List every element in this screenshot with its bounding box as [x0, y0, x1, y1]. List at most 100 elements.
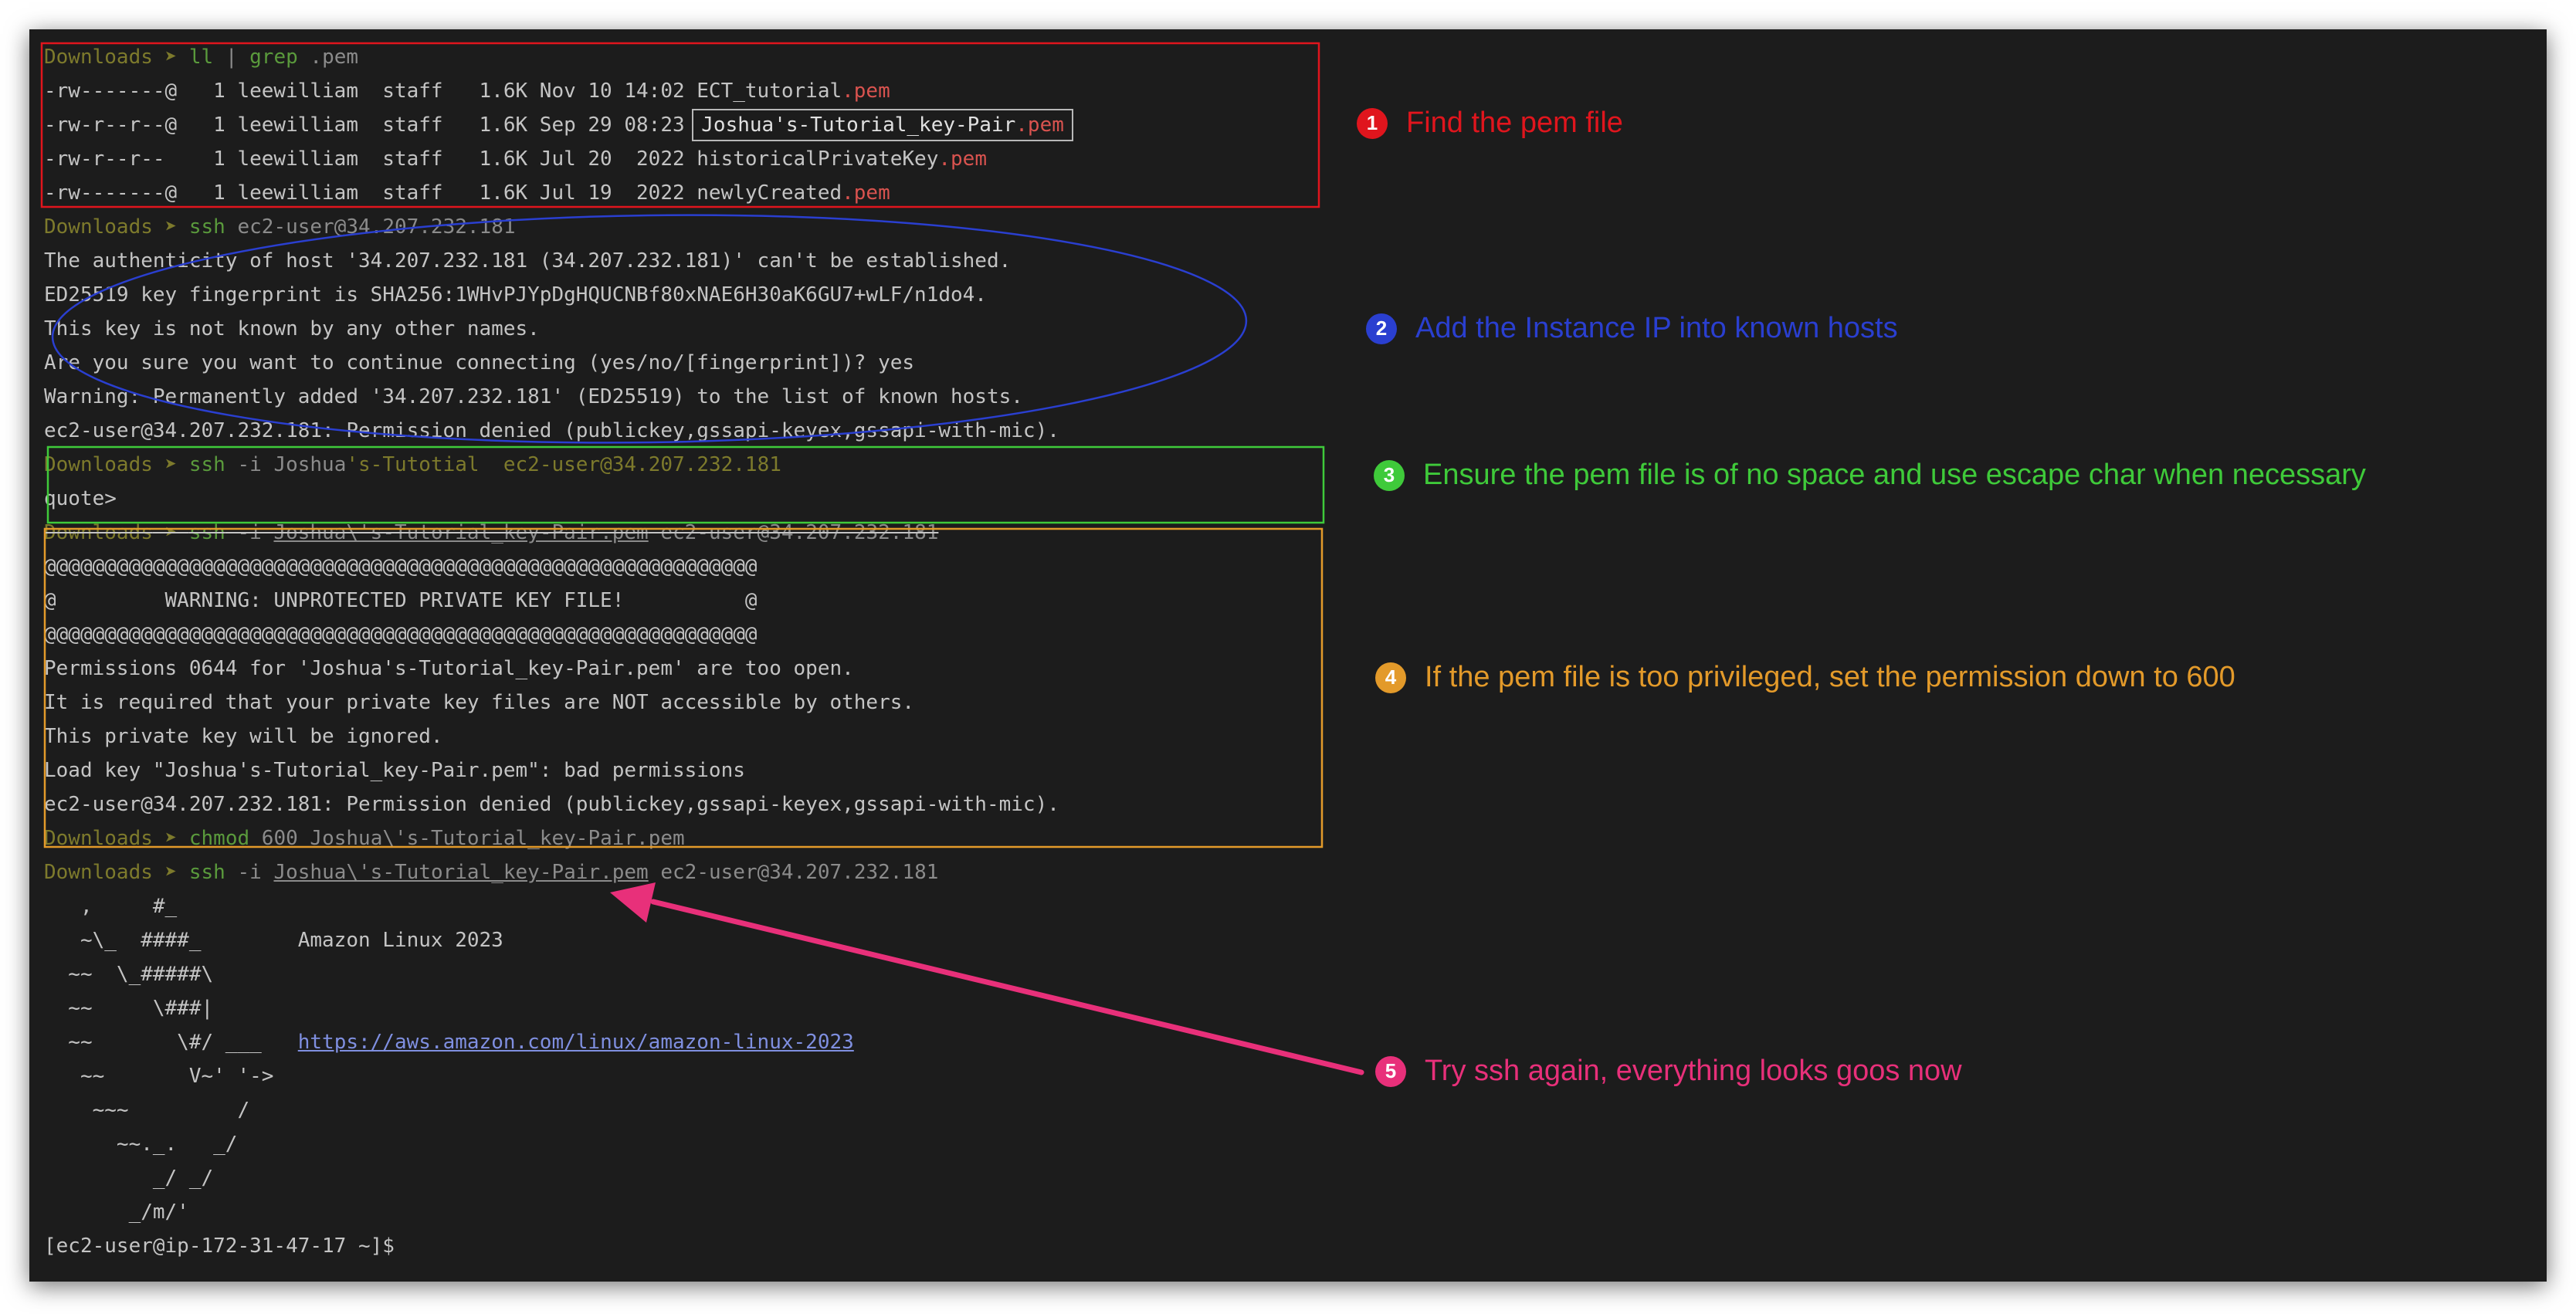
- output-text: This private key will be ignored.: [44, 725, 443, 748]
- output-line: This private key will be ignored.: [44, 720, 1434, 754]
- output-line: This key is not known by any other names…: [44, 312, 1434, 346]
- output-line: ~~ \###|: [44, 991, 1434, 1025]
- file-name: ECT_tutorial: [697, 80, 842, 103]
- terminal-output[interactable]: Downloads ➤ ll | grep .pem-rw-------@ 1 …: [44, 40, 1434, 1263]
- output-line: Permissions 0644 for 'Joshua's-Tutorial_…: [44, 652, 1434, 686]
- terminal-window[interactable]: Downloads ➤ ll | grep .pem-rw-------@ 1 …: [29, 29, 2547, 1282]
- output-line: , #_: [44, 889, 1434, 923]
- annotation-1: 1 Find the pem file: [1357, 107, 1623, 140]
- prompt-arrow-icon: ➤: [152, 827, 189, 850]
- output-line: ~~ \#/ ___ https://aws.amazon.com/linux/…: [44, 1025, 1434, 1059]
- command-name: ssh: [188, 453, 225, 476]
- output-line: [ec2-user@ip-172-31-47-17 ~]$: [44, 1229, 1434, 1263]
- prompt-arrow-icon: ➤: [152, 215, 189, 239]
- output-line: ~\_ ####_ Amazon Linux 2023: [44, 923, 1434, 957]
- output-text: ~~ V~' '->: [44, 1065, 274, 1088]
- step-number-1: 1: [1357, 107, 1388, 139]
- prompt-line: Downloads ➤ ll | grep .pem: [44, 40, 1434, 74]
- red-highlight-box: [40, 42, 1320, 208]
- output-line: ~~~ /: [44, 1093, 1434, 1127]
- output-line: -rw-r--r--@ 1 leewilliam staff 1.6K Sep …: [44, 108, 1434, 142]
- selected-pem-file[interactable]: Joshua's-Tutorial_key-Pair.pem: [692, 109, 1073, 141]
- prompt-arrow-icon: ➤: [152, 521, 189, 544]
- output-text: ec2-user@34.207.232.181: Permission deni…: [44, 793, 1059, 816]
- output-text: ~~ \_#####\: [44, 963, 214, 986]
- output-line: -rw-------@ 1 leewilliam staff 1.6K Nov …: [44, 74, 1434, 108]
- pink-arrow-shaft: [650, 899, 1364, 1075]
- green-highlight-box: [46, 445, 1325, 524]
- command-target: ec2-user@34.207.232.181: [648, 521, 939, 544]
- output-text: quote>: [44, 487, 117, 510]
- annotation-2-text: Add the Instance IP into known hosts: [1415, 312, 1898, 344]
- file-extension: .pem: [938, 147, 987, 171]
- output-text: @@@@@@@@@@@@@@@@@@@@@@@@@@@@@@@@@@@@@@@@…: [44, 623, 758, 646]
- output-line: -rw-------@ 1 leewilliam staff 1.6K Jul …: [44, 176, 1434, 210]
- output-text: _/ _/: [44, 1167, 214, 1190]
- output-line: Warning: Permanently added '34.207.232.1…: [44, 380, 1434, 414]
- file-name: newlyCreated: [697, 181, 842, 205]
- file-listing-meta: -rw-------@ 1 leewilliam staff 1.6K Jul …: [44, 181, 697, 205]
- step-number-5: 5: [1375, 1055, 1406, 1087]
- output-line: Are you sure you want to continue connec…: [44, 346, 1434, 380]
- output-line: ec2-user@34.207.232.181: Permission deni…: [44, 414, 1434, 448]
- output-text: ~~~ /: [44, 1099, 250, 1122]
- output-text: ec2-user@34.207.232.181: Permission deni…: [44, 419, 1059, 442]
- output-line: ~~._. _/: [44, 1127, 1434, 1161]
- file-extension: .pem: [842, 181, 890, 205]
- prompt-arrow-icon: ➤: [152, 453, 189, 476]
- command-name: ssh: [188, 861, 225, 884]
- output-text: ED25519 key fingerprint is SHA256:1WHvPJ…: [44, 283, 987, 306]
- prompt-arrow-icon: ➤: [152, 46, 189, 69]
- output-text: [ec2-user@ip-172-31-47-17 ~]$: [44, 1234, 395, 1258]
- annotation-1-text: Find the pem file: [1406, 107, 1623, 139]
- amazon-linux-link[interactable]: https://aws.amazon.com/linux/amazon-linu…: [297, 1031, 854, 1054]
- prompt-directory: Downloads: [44, 453, 153, 476]
- file-name: Joshua's-Tutorial_key-Pair: [701, 113, 1016, 137]
- file-listing-meta: -rw-r--r--@ 1 leewilliam staff 1.6K Sep …: [44, 113, 697, 137]
- file-name: historicalPrivateKey: [697, 147, 939, 171]
- output-text: The authenticity of host '34.207.232.181…: [44, 249, 1012, 273]
- blue-highlight-ellipse: [51, 214, 1248, 444]
- output-text: This key is not known by any other names…: [44, 317, 540, 340]
- output-line: @@@@@@@@@@@@@@@@@@@@@@@@@@@@@@@@@@@@@@@@…: [44, 550, 1434, 584]
- output-line: Load key "Joshua's-Tutorial_key-Pair.pem…: [44, 754, 1434, 787]
- annotation-2: 2 Add the Instance IP into known hosts: [1366, 312, 1898, 345]
- output-text: @@@@@@@@@@@@@@@@@@@@@@@@@@@@@@@@@@@@@@@@…: [44, 555, 758, 578]
- output-line: ED25519 key fingerprint is SHA256:1WHvPJ…: [44, 278, 1434, 312]
- output-line: @ WARNING: UNPROTECTED PRIVATE KEY FILE!…: [44, 584, 1434, 618]
- output-text: Are you sure you want to continue connec…: [44, 351, 915, 374]
- annotation-overlay: [40, 42, 1364, 1075]
- output-line: It is required that your private key fil…: [44, 686, 1434, 720]
- annotation-5-text: Try ssh again, everything looks goos now: [1425, 1055, 1962, 1087]
- output-text: Permissions 0644 for 'Joshua's-Tutorial_…: [44, 657, 854, 680]
- piped-command: grep: [249, 46, 298, 69]
- pem-file-path: Joshua\'s-Tutorial_key-Pair.pem: [273, 861, 649, 884]
- pem-file-path: Joshua\'s-Tutorial_key-Pair.pem: [273, 521, 649, 544]
- command-args: -i: [225, 861, 274, 884]
- output-text: It is required that your private key fil…: [44, 691, 915, 714]
- output-text: Load key "Joshua's-Tutorial_key-Pair.pem…: [44, 759, 745, 782]
- prompt-line: Downloads ➤ ssh -i Joshua\'s-Tutorial_ke…: [44, 855, 1434, 889]
- output-text: ~\_ ####_ Amazon Linux 2023: [44, 929, 503, 952]
- output-line: quote>: [44, 482, 1434, 516]
- file-listing-meta: -rw-r--r-- 1 leewilliam staff 1.6K Jul 2…: [44, 147, 697, 171]
- command-args: ec2-user@34.207.232.181: [225, 215, 516, 239]
- prompt-line: Downloads ➤ ssh -i Joshua's-Tutotial ec2…: [44, 448, 1434, 482]
- output-line: The authenticity of host '34.207.232.181…: [44, 244, 1434, 278]
- orange-highlight-box: [43, 527, 1324, 848]
- command-name: ll: [188, 46, 214, 69]
- pink-arrow-head: [610, 882, 656, 923]
- annotation-3-text: Ensure the pem file is of no space and u…: [1423, 459, 2366, 491]
- command-args: -i Joshua: [225, 453, 347, 476]
- command-target: ec2-user@34.207.232.181: [648, 861, 939, 884]
- output-line: _/ _/: [44, 1161, 1434, 1195]
- step-number-4: 4: [1375, 662, 1406, 693]
- prompt-directory: Downloads: [44, 46, 153, 69]
- output-line: ec2-user@34.207.232.181: Permission deni…: [44, 787, 1434, 821]
- output-text: ~~ \###|: [44, 997, 214, 1020]
- step-number-3: 3: [1374, 459, 1405, 491]
- output-text: , #_: [44, 895, 178, 918]
- annotation-4: 4 If the pem file is too privileged, set…: [1375, 661, 2235, 694]
- command-args: .pem: [297, 46, 359, 69]
- file-extension: .pem: [842, 80, 890, 103]
